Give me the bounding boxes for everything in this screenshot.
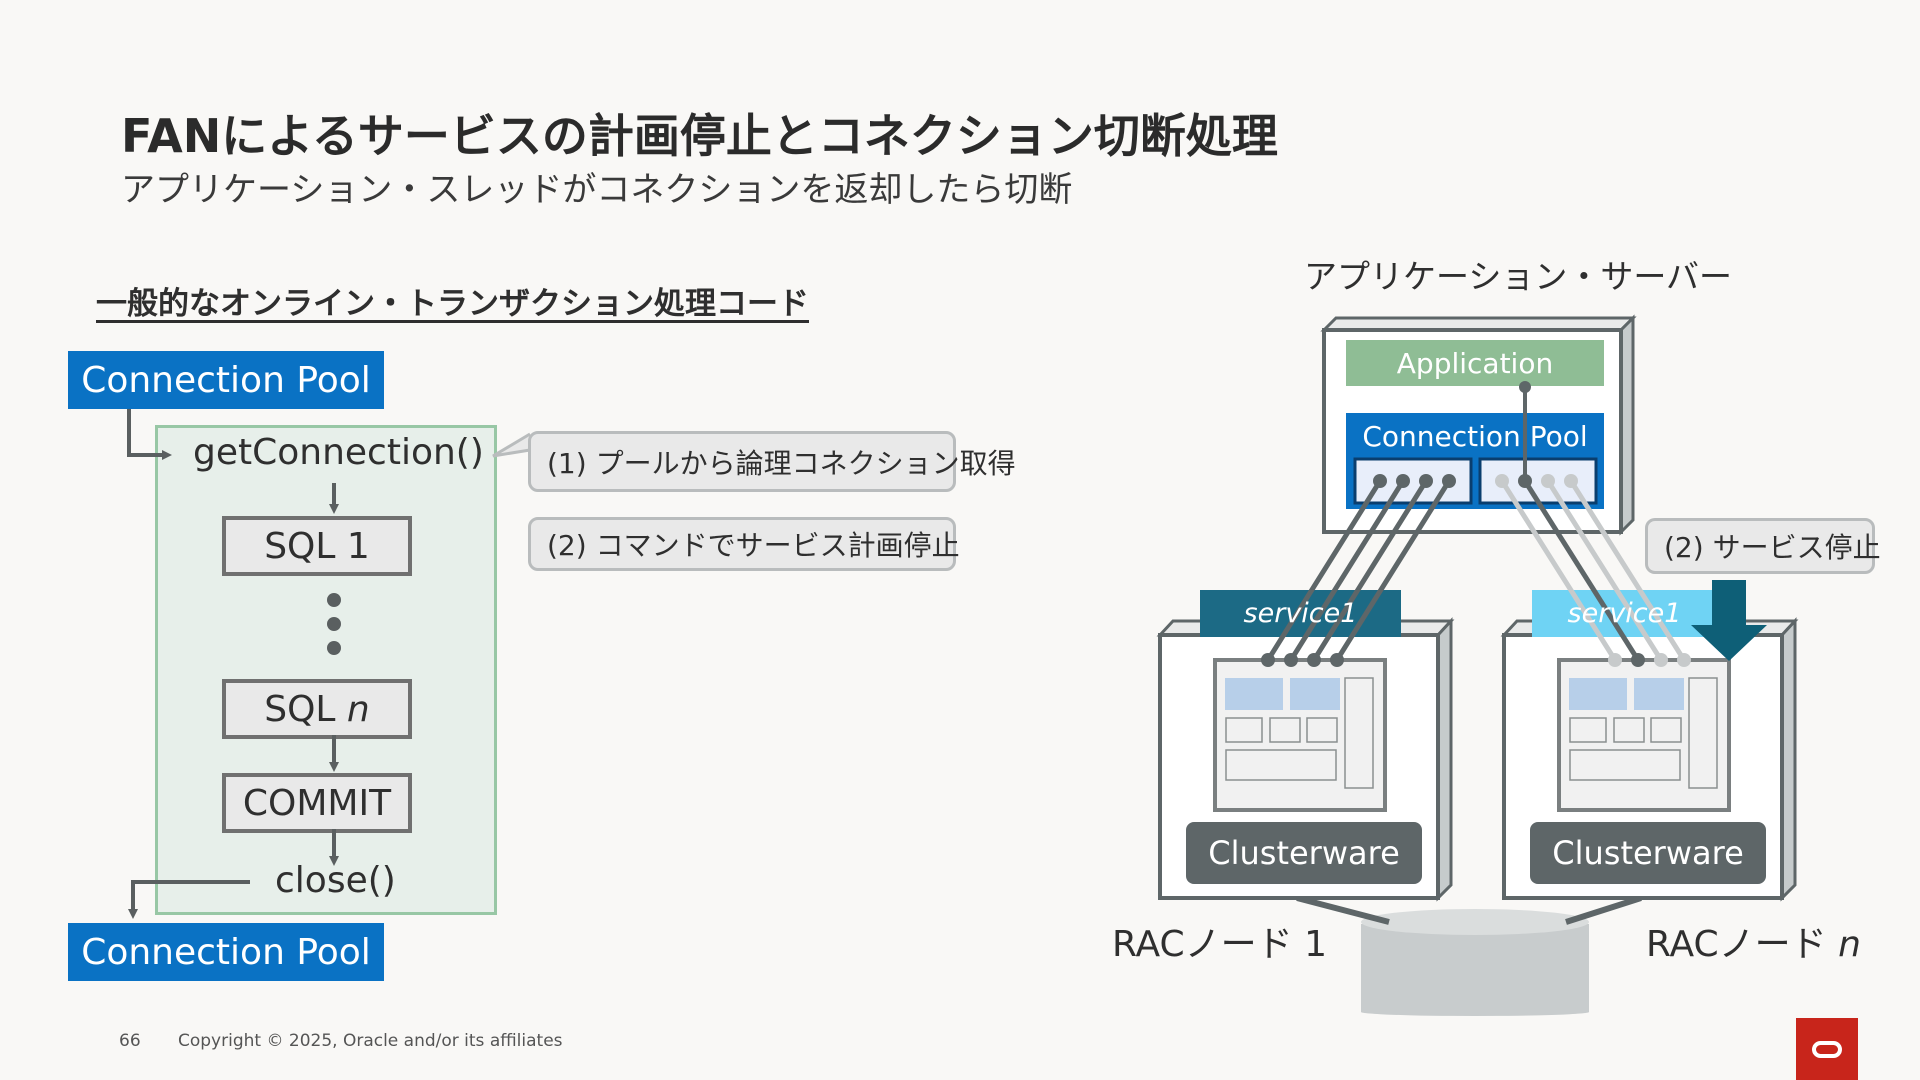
sql-1-box: SQL 1 [222,516,412,576]
callout-pointer [492,432,531,458]
copyright-text: Copyright © 2025, Oracle and/or its affi… [178,1031,563,1051]
slide-title: FANによるサービスの計画停止とコネクション切断処理 [121,109,1278,163]
commit-box: COMMIT [222,773,412,833]
clusterware-label-node1: Clusterware [1208,834,1400,872]
node1-storage-link [1296,895,1390,925]
arrow-pool-to-get [127,409,172,460]
connection-pool-top: Connection Pool [68,351,384,409]
callout-step1: (1) プールから論理コネクション取得 [528,431,1016,492]
clusterware-bar-node1 [1186,822,1422,884]
app-connection-pool-label: Connection Pool [1362,419,1588,453]
page-number: 66 [119,1031,141,1051]
code-flow-box [155,425,497,915]
sql-n-prefix: SQL [264,688,347,730]
rac-node-n-label: RACノード n [1646,915,1861,967]
slide-subtitle: アプリケーション・スレッドがコネクションを返却したら切断 [121,170,1073,210]
drained-connections [1499,478,1687,663]
app-server-box [1320,314,1637,536]
application-label: Application [1396,346,1554,380]
ellipsis-dot [327,593,341,607]
rac-node-1-label: RACノード 1 [1112,924,1328,965]
sql-n-variable: n [346,688,370,730]
in-use-connection [1522,479,1641,662]
application-endpoint [1519,381,1531,393]
arrow-close-to-pool [128,880,250,919]
ellipsis-dot [327,617,341,631]
pool-endpoints [1373,474,1578,488]
callout-service-stop: (2) サービス停止 [1645,518,1881,574]
clusterware-bar-noden [1530,822,1766,884]
oracle-logo-icon [1796,1018,1858,1080]
database-cylinder [1361,909,1589,1016]
rac-node-n-prefix: RACノード [1646,924,1839,965]
service-stop-arrow [1691,580,1767,661]
service1-label-node1: service1 [1243,598,1358,629]
sql-n-box: SQL n [222,679,412,739]
get-connection-call: getConnection() [193,432,484,473]
close-call: close() [275,860,396,901]
service-endpoints [1261,653,1691,667]
connection-pool-bottom: Connection Pool [68,923,384,981]
callout-step2: (2) コマンドでサービス計画停止 [528,517,960,571]
rac-node-n-variable: n [1838,924,1861,965]
section-heading: 一般的なオンライン・トランザクション処理コード [96,286,809,322]
noden-storage-link [1565,895,1642,925]
service1-label-noden: service1 [1567,598,1682,629]
active-connections [1265,478,1452,663]
app-server-label: アプリケーション・サーバー [1304,257,1733,296]
ellipsis-dot [327,641,341,655]
clusterware-label-noden: Clusterware [1552,834,1744,872]
